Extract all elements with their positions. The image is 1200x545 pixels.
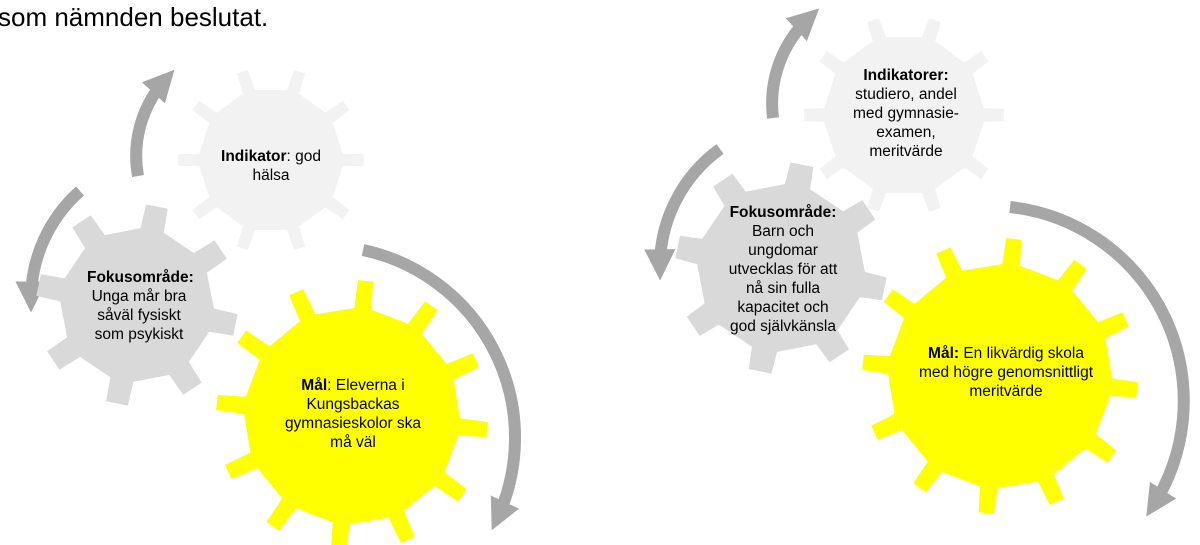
goal-label-2: Mål: En likvärdig skola med högre genoms…	[916, 344, 1096, 401]
arrow-indicator-2	[766, 8, 820, 119]
focus-label-2: Fokusområde: Barn och ungdomar utvecklas …	[726, 203, 840, 336]
arrow-goal-2	[1009, 201, 1190, 517]
arrow-indicator-1	[130, 69, 175, 178]
arrow-focus-2	[644, 144, 724, 281]
focus-heading: Fokusområde:	[729, 204, 837, 221]
gear-indicator-2	[804, 18, 1004, 212]
focus-heading: Fokusområde:	[87, 269, 194, 286]
indicator-heading: Indikator	[221, 148, 287, 165]
gear-focus-2	[675, 162, 887, 374]
arrow-focus-1	[15, 186, 85, 313]
indicator-text: studiero, andel med gymnasie-examen, mer…	[853, 86, 959, 160]
indicator-label-2: Indikatorer: studiero, andel med gymnasie…	[849, 66, 963, 161]
diagram-1	[15, 69, 521, 545]
gear-goal-2	[862, 238, 1138, 514]
goal-text: En likvärdig skola med högre genomsnittl…	[918, 345, 1094, 400]
goal-heading: Mål	[301, 377, 328, 394]
diagram-2	[644, 8, 1190, 517]
goal-label-1: Mål: Eleverna i Kungsbackas gymnasieskol…	[278, 376, 428, 452]
indicator-heading: Indikatorer:	[863, 67, 949, 84]
intro-text: som nämnden beslutat.	[0, 2, 269, 32]
gear-indicator-1	[178, 69, 364, 251]
goal-heading: Mål:	[928, 345, 960, 362]
indicator-label-1: Indikator: god hälsa	[201, 147, 341, 185]
focus-text: Barn och ungdomar utvecklas för att nå s…	[728, 223, 838, 335]
focus-label-1: Fokusområde: Unga mår bra såväl fysiskt s…	[87, 268, 194, 344]
indicator-text: : god hälsa	[252, 148, 321, 184]
arrow-goal-1	[361, 244, 521, 531]
focus-text: Unga mår bra såväl fysiskt som psykiskt	[91, 288, 187, 343]
goal-text: : Eleverna i Kungsbackas gymnasieskolor …	[284, 377, 422, 451]
gear-focus-1	[36, 204, 238, 406]
gear-goal-1	[216, 280, 488, 545]
